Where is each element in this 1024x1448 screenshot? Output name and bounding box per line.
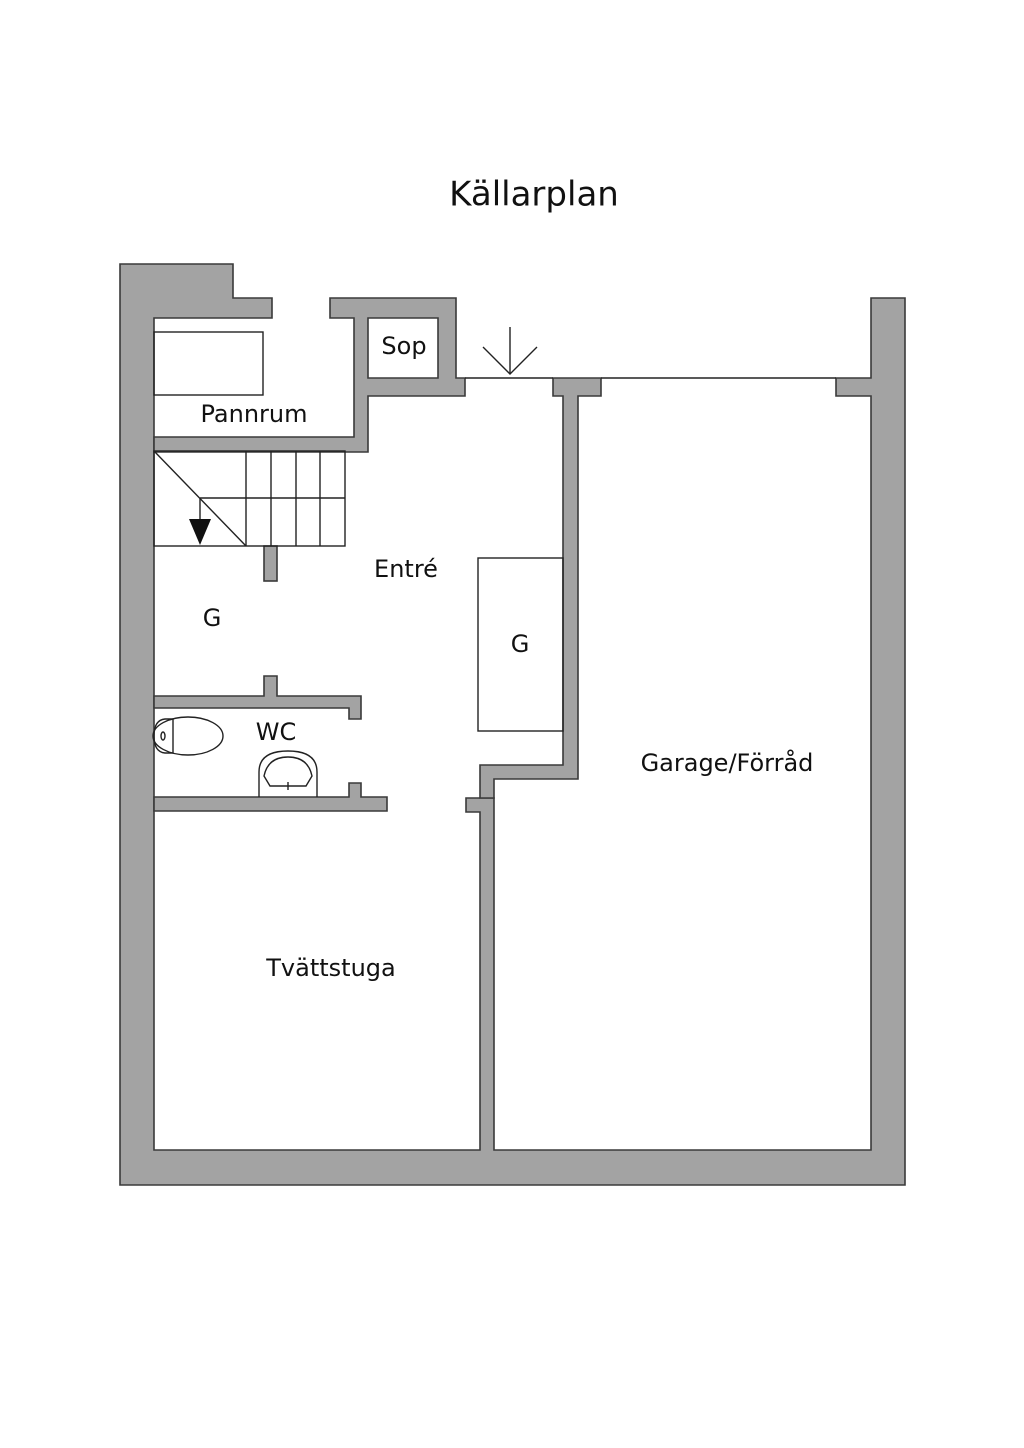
stairs-down-icon	[153, 450, 346, 547]
toilet-icon	[152, 716, 224, 756]
room-label-tvattstuga: Tvättstuga	[265, 954, 395, 982]
walls	[119, 263, 906, 1186]
room-label-entre: Entré	[374, 555, 438, 583]
wall-entre-garage	[479, 377, 602, 799]
room-label-sop: Sop	[381, 332, 426, 360]
entrance-arrow-icon	[482, 327, 538, 375]
wall-wc-top	[153, 675, 362, 720]
closet-right	[477, 557, 564, 732]
boiler-unit	[153, 331, 264, 396]
plan-title: Källarplan	[449, 175, 619, 215]
wall-stair-stub	[263, 545, 278, 582]
room-label-pannrum: Pannrum	[201, 400, 308, 428]
room-label-garage: Garage/Förråd	[641, 748, 814, 777]
room-label-garderob-left: G	[203, 604, 222, 632]
room-label-wc: WC	[256, 718, 297, 746]
wall-pannrum-sop	[153, 297, 466, 453]
wall-wc-bottom	[153, 782, 388, 812]
room-label-garderob-right: G	[511, 630, 530, 658]
sink-icon	[258, 750, 318, 797]
